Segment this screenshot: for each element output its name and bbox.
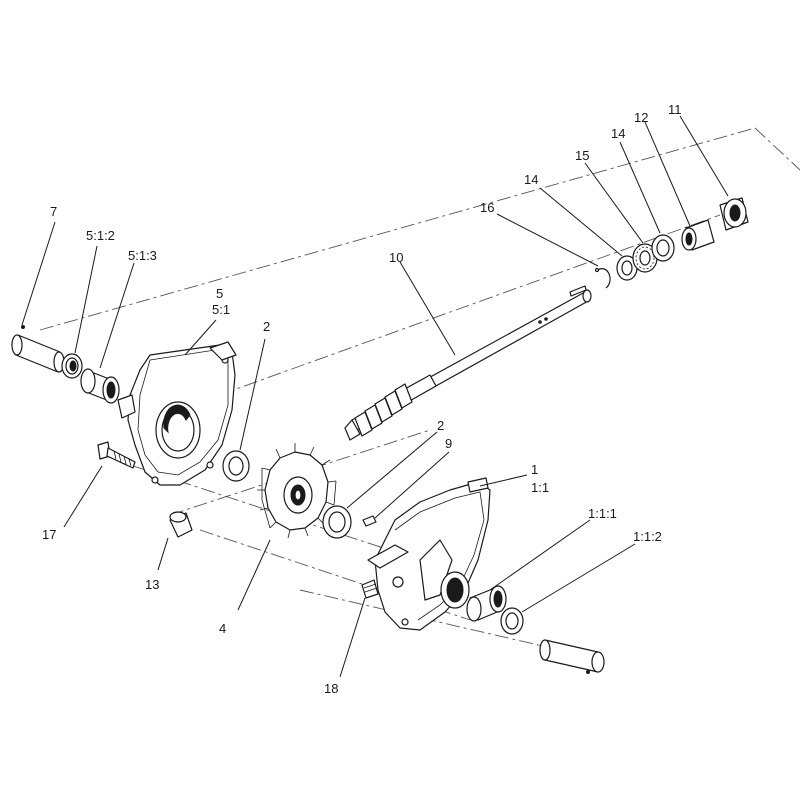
- callout-1-1-1: 1:1:1: [588, 506, 617, 521]
- part-18-fitting: [361, 579, 379, 599]
- callout-1: 1: [531, 462, 538, 477]
- part-5-1-2-seal: [61, 353, 83, 379]
- callout-5-1: 5:1: [212, 302, 230, 317]
- callout-2-right: 2: [437, 418, 444, 433]
- part-1-right-housing: [367, 477, 491, 631]
- callout-1-1-2: 1:1:2: [633, 529, 662, 544]
- part-2-right-washer: [322, 505, 352, 539]
- part-4-bevel-gear: [257, 443, 337, 539]
- callout-7: 7: [50, 204, 57, 219]
- part-9-key: [362, 515, 377, 527]
- worm-thread: [354, 383, 413, 437]
- callout-17: 17: [42, 527, 56, 542]
- callout-13: 13: [145, 577, 159, 592]
- callout-12: 12: [634, 110, 648, 125]
- callout-1-1: 1:1: [531, 480, 549, 495]
- part-16-retaining-ring: [594, 267, 611, 289]
- right-pin: [539, 639, 605, 674]
- part-2-left-washer: [222, 450, 250, 482]
- part-1-1-2-seal: [500, 607, 524, 635]
- callout-18: 18: [324, 681, 338, 696]
- callout-5-1-3: 5:1:3: [128, 248, 157, 263]
- part-5-left-housing: [117, 341, 237, 486]
- callout-16: 16: [480, 200, 494, 215]
- callout-labels: 7 5:1:2 5:1:3 5 5:1 2 10 16 14 15 14 12 …: [42, 102, 682, 696]
- leader-lines: [21, 115, 729, 678]
- part-1-1-1-bushing: [466, 585, 507, 622]
- part-10-worm-shaft: [344, 285, 592, 441]
- callout-5-1-2: 5:1:2: [86, 228, 115, 243]
- part-15-bearing: [632, 243, 658, 273]
- callout-10: 10: [389, 250, 403, 265]
- callout-2-left: 2: [263, 319, 270, 334]
- callout-5: 5: [216, 286, 223, 301]
- part-14-washer-b: [651, 234, 675, 262]
- callout-9: 9: [445, 436, 452, 451]
- part-14-washer-a: [616, 255, 638, 281]
- callout-4: 4: [219, 621, 226, 636]
- part-7-pin: [11, 325, 65, 373]
- part-5-1-3-bushing: [80, 368, 120, 404]
- callout-14-b: 14: [611, 126, 625, 141]
- callout-11: 11: [668, 102, 682, 117]
- part-17-bolt: [97, 441, 136, 469]
- part-12-bushing: [681, 219, 715, 251]
- part-13-sleeve: [169, 511, 193, 538]
- part-11-seal: [719, 197, 749, 231]
- callout-15: 15: [575, 148, 589, 163]
- callout-14-a: 14: [524, 172, 538, 187]
